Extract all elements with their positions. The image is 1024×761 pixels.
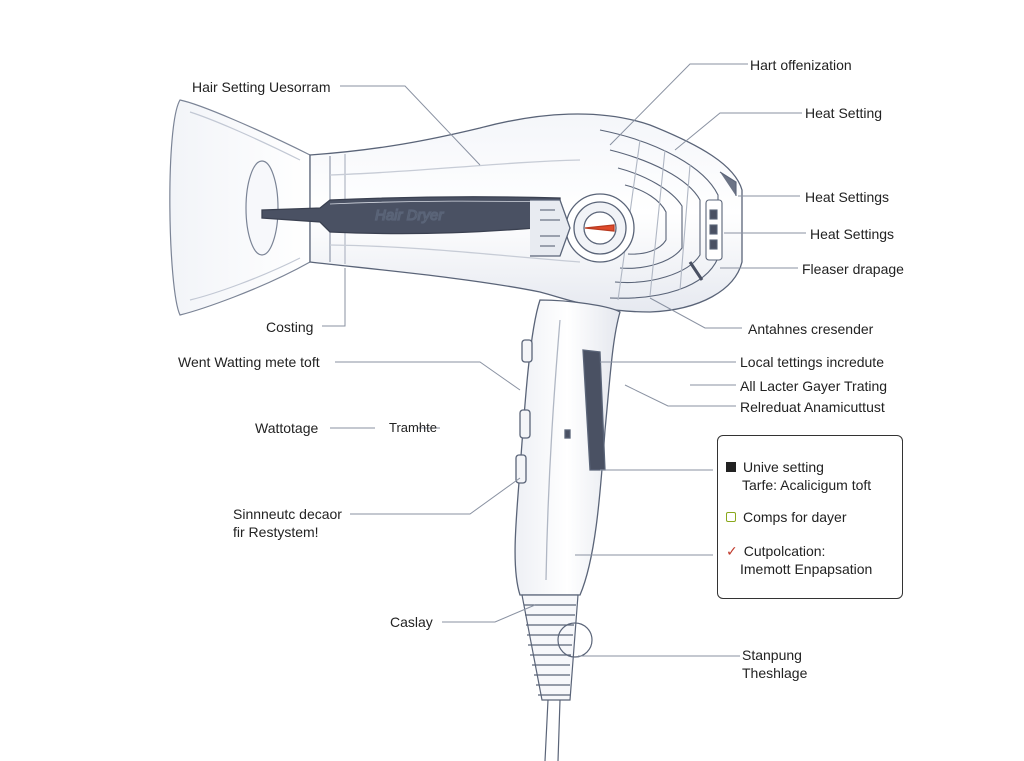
label-hart-offenization: Hart offenization bbox=[750, 57, 852, 73]
center-dial bbox=[530, 193, 635, 263]
barrel: Hair Dryer bbox=[261, 113, 743, 313]
label-sinnneutc-2: fir Restystem! bbox=[233, 524, 319, 540]
label-stanpung-1: Stanpung bbox=[742, 647, 802, 663]
checkmark-icon: ✓ bbox=[726, 543, 738, 559]
legend-item1-line2: Tarfe: Acalicigum toft bbox=[742, 477, 872, 493]
rear-grille bbox=[599, 129, 737, 301]
label-fleaser-drapage: Fleaser drapage bbox=[802, 261, 904, 277]
cord-guard bbox=[521, 594, 593, 761]
label-hair-setting-diagram: Hair Setting Uesorram bbox=[192, 79, 331, 95]
label-costing: Costing bbox=[266, 319, 314, 335]
brand-label: Hair Dryer bbox=[375, 207, 444, 224]
leader-lines bbox=[322, 63, 806, 657]
nozzle bbox=[169, 99, 311, 316]
label-went-watting: Went Watting mete toft bbox=[178, 354, 320, 370]
label-stanpung-2: Theshlage bbox=[742, 665, 808, 681]
legend-box: Unive setting Tarfe: Acalicigum toft Com… bbox=[717, 435, 903, 599]
label-sinnneutc-1: Sinnneutc decaor bbox=[233, 506, 342, 522]
label-tramhte: Tramhte bbox=[389, 420, 437, 435]
label-all-lacter: All Lacter Gayer Trating bbox=[740, 378, 888, 394]
legend-item3-line1: Cutpolcation: bbox=[743, 543, 826, 559]
label-antahnes-cresender: Antahnes cresender bbox=[748, 321, 874, 337]
green-square-icon bbox=[726, 512, 736, 522]
label-heat-settings-2: Heat Settings bbox=[810, 226, 895, 242]
label-heat-settings-1: Heat Settings bbox=[805, 189, 890, 205]
handle bbox=[514, 299, 621, 596]
legend-item-comps: Comps for dayer bbox=[726, 508, 846, 526]
legend-item1-line1: Unive setting bbox=[743, 459, 824, 475]
legend-item3-line2: Imemott Enpapsation bbox=[740, 561, 873, 577]
label-relreduat: Relreduat Anamicuttust bbox=[740, 399, 885, 415]
legend-item-cutpolcation: ✓ Cutpolcation: bbox=[726, 542, 825, 560]
legend-item2-label: Comps for dayer bbox=[743, 509, 847, 525]
legend-item-unive-setting: Unive setting bbox=[726, 458, 824, 476]
label-local-settings: Local tettings incredute bbox=[740, 354, 884, 370]
label-caslay: Caslay bbox=[390, 614, 433, 630]
label-wattotage: Wattotage bbox=[255, 420, 319, 436]
square-icon bbox=[726, 462, 736, 472]
label-heat-setting: Heat Setting bbox=[805, 105, 883, 121]
